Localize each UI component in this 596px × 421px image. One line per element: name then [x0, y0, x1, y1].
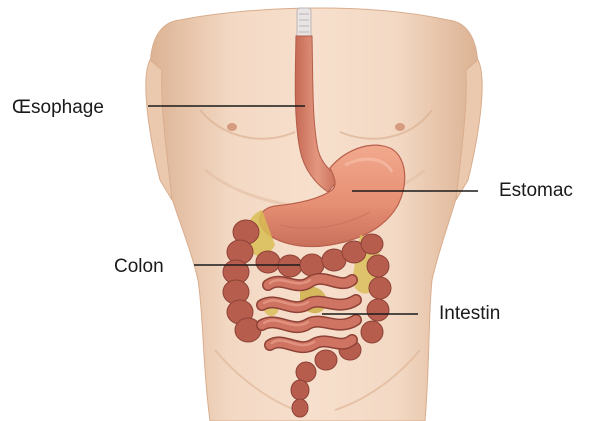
label-colon: Colon [114, 257, 164, 276]
label-intestine: Intestin [439, 304, 500, 323]
label-oesophagus: Œsophage [12, 98, 104, 117]
label-stomach: Estomac [499, 181, 573, 200]
